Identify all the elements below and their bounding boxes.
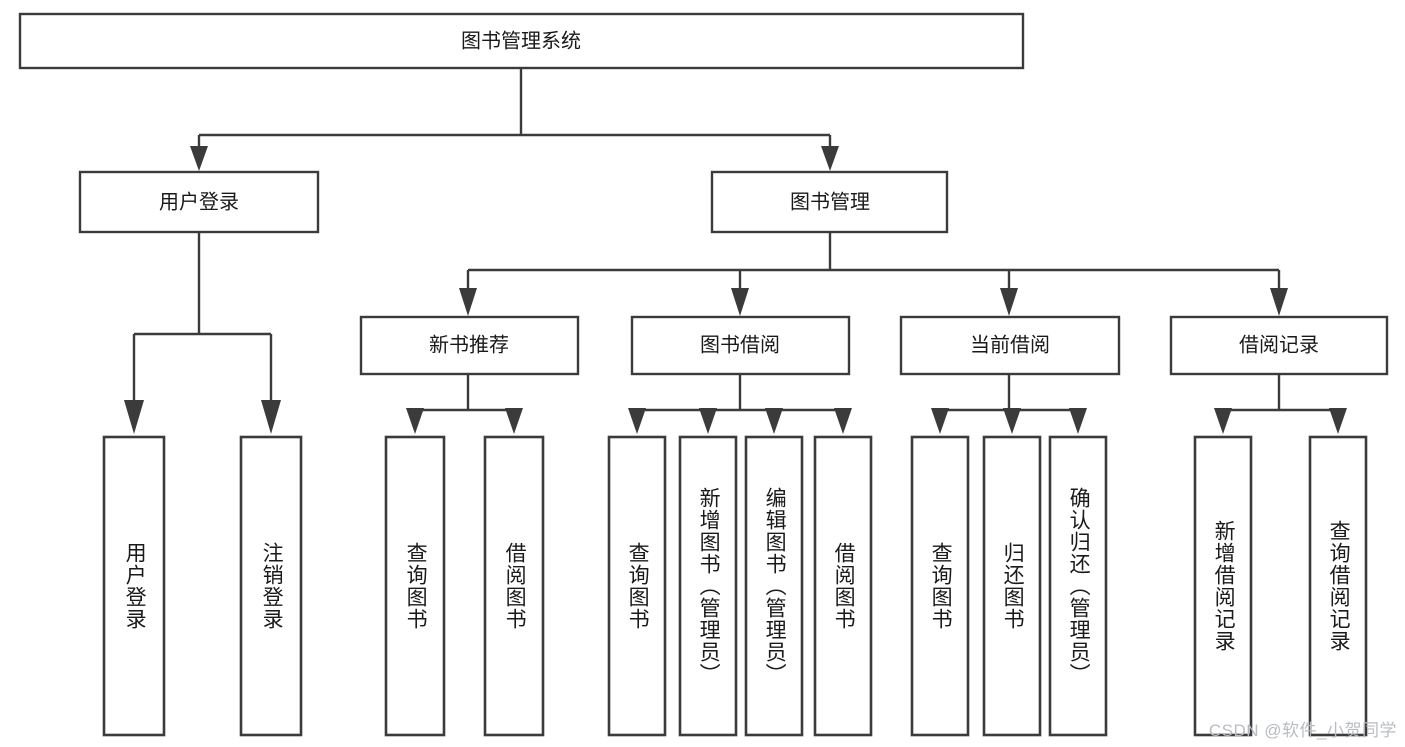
leaf-return-book-box[interactable] [982, 435, 1042, 737]
leaf-add-book-admin-box[interactable] [678, 435, 738, 737]
node-book-borrow-label: 图书借阅 [700, 333, 780, 356]
arrow-head-leaf-borrow-book-bb [834, 408, 852, 434]
node-book-management-label: 图书管理 [790, 190, 870, 213]
node-borrow-record-label: 借阅记录 [1239, 333, 1319, 356]
arrow-head-borrow-record [1270, 288, 1288, 316]
arrow-head-book-borrow [731, 288, 749, 316]
node-user-login-box[interactable] [78, 170, 320, 234]
connectors [124, 68, 1347, 434]
arrow-head-leaf-borrow-book-rec [505, 408, 523, 434]
node-root-label: 图书管理系统 [461, 29, 581, 52]
node-book-borrow-box[interactable] [630, 315, 851, 376]
leaf-query-book-rec-box[interactable] [384, 435, 446, 737]
arrow-head-book-management [821, 146, 839, 171]
arrow-head-leaf-query-book-rec [406, 408, 424, 434]
arrow-head-new-book-recommend [459, 288, 477, 316]
arrow-head-leaf-logout-login [261, 400, 281, 434]
leaf-add-borrow-record-box[interactable] [1193, 435, 1253, 737]
node-book-management-box[interactable] [710, 170, 949, 234]
arrow-head-leaf-query-book-cb [931, 408, 949, 434]
leaf-logout-login-box[interactable] [239, 435, 303, 737]
arrow-head-user-login [190, 146, 208, 171]
node-boxes: 图书管理系统 用户登录 图书管理 新书推荐 图书借阅 当前借阅 借阅记录 [18, 12, 1389, 376]
leaf-user-login-box[interactable] [102, 435, 166, 737]
leaf-query-borrow-record-box[interactable] [1308, 435, 1368, 737]
leaf-query-book-bb-box[interactable] [607, 435, 667, 737]
leaf-confirm-return-box[interactable] [1048, 435, 1108, 737]
leaf-boxes [102, 435, 1368, 737]
arrow-head-leaf-user-login [124, 400, 144, 434]
arrow-head-leaf-query-book-bb [628, 408, 646, 434]
leaf-borrow-book-rec-box[interactable] [483, 435, 545, 737]
node-user-login-label: 用户登录 [159, 190, 239, 213]
node-borrow-record-box[interactable] [1169, 315, 1389, 376]
arrow-head-leaf-add-book-admin [699, 408, 717, 434]
node-new-book-recommend-box[interactable] [359, 315, 580, 376]
arrow-head-leaf-confirm-return [1069, 408, 1087, 434]
watermark: CSDN @软件_小贺同学 [1208, 721, 1397, 740]
node-current-borrow-box[interactable] [899, 315, 1121, 376]
leaf-edit-book-admin-box[interactable] [744, 435, 804, 737]
leaf-borrow-book-bb-box[interactable] [813, 435, 873, 737]
arrow-head-leaf-return-book [1003, 408, 1021, 434]
node-new-book-recommend-label: 新书推荐 [429, 333, 509, 356]
node-root-box[interactable] [18, 12, 1025, 70]
arrow-head-current-borrow [1000, 288, 1018, 316]
arrow-head-leaf-query-borrow-record [1329, 408, 1347, 434]
node-current-borrow-label: 当前借阅 [970, 333, 1050, 356]
arrow-head-leaf-edit-book-admin [765, 408, 783, 434]
leaf-query-book-cb-box[interactable] [910, 435, 970, 737]
arrow-head-leaf-add-borrow-record [1214, 408, 1232, 434]
